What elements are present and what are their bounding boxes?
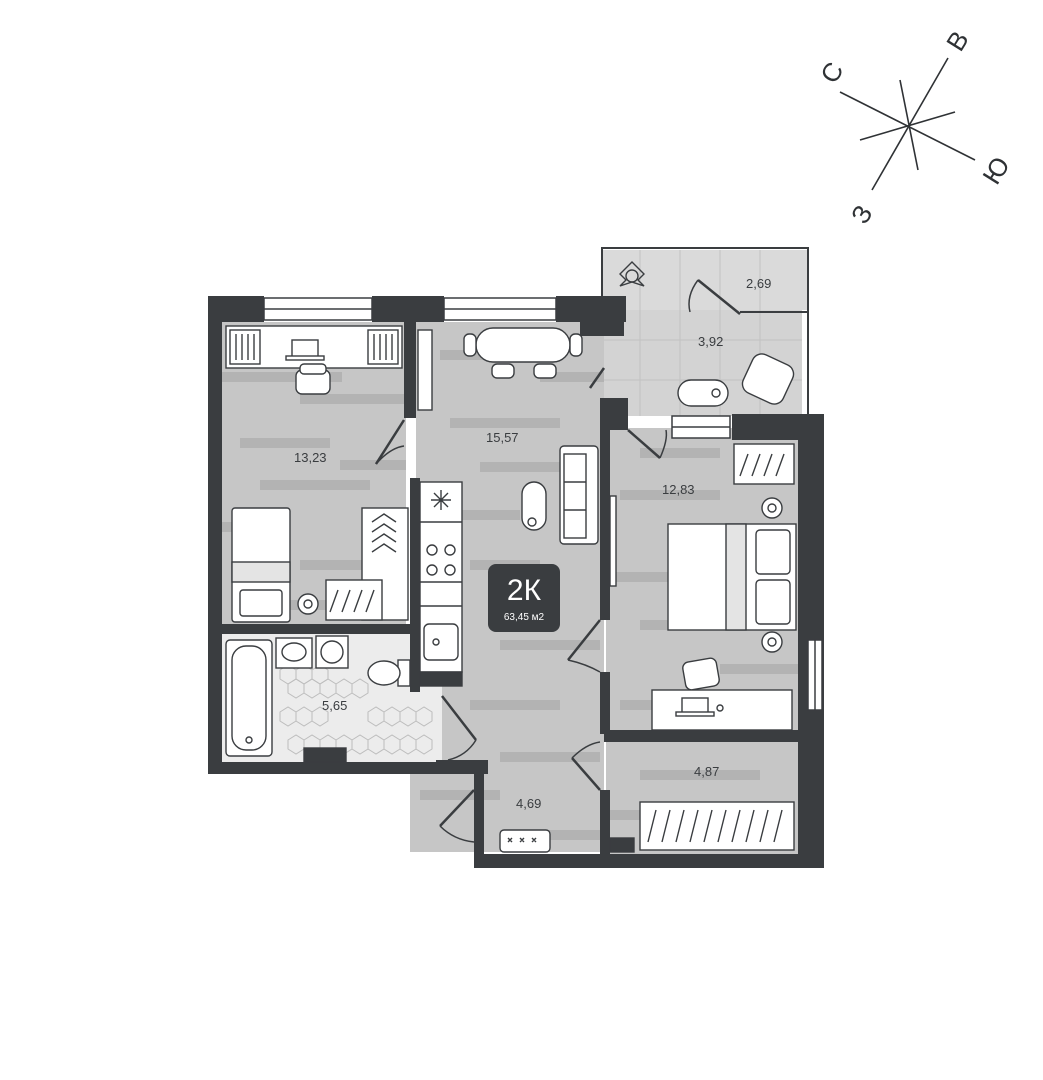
bathtub-icon <box>225 639 273 757</box>
apartment-total-area: 63,45 м2 <box>504 612 545 623</box>
desk-left <box>225 325 403 369</box>
compass-east-label: В <box>940 26 975 57</box>
area-label-loggia: 3,92 <box>698 334 723 349</box>
laptop-icon <box>285 339 325 361</box>
nightstand-bottom-icon <box>761 631 783 653</box>
office-chair-icon <box>295 363 331 395</box>
wall-shelf-right-icon <box>609 495 617 587</box>
wardrobe-right-icon <box>733 443 795 485</box>
apartment-type: 2К <box>507 574 542 607</box>
toilet-icon <box>367 659 411 687</box>
nightstand-top-icon <box>761 497 783 519</box>
washing-machine-icon <box>315 635 349 669</box>
loggia-outline <box>601 247 809 414</box>
windows <box>263 297 823 711</box>
area-label-balcony: 2,69 <box>746 276 771 291</box>
area-label-bedroom-right: 12,83 <box>662 482 695 497</box>
area-label-hallway: 4,69 <box>516 796 541 811</box>
compass-west-label: З <box>845 200 879 229</box>
shoe-rack-icon <box>499 829 551 853</box>
compass-south-label: Ю <box>976 151 1015 189</box>
coffee-table-icon <box>521 481 547 531</box>
furniture <box>225 261 797 853</box>
sofa-icon <box>559 445 599 545</box>
office-chair-right-icon <box>682 657 720 691</box>
area-label-wardrobe-room: 4,87 <box>694 764 719 779</box>
dining-table-icon <box>463 327 583 379</box>
compass-rose-icon <box>839 57 976 191</box>
clothes-rack-icon <box>639 801 795 851</box>
single-bed-icon <box>231 507 291 623</box>
wardrobe-room-sockets <box>609 837 635 853</box>
kitchen-sink-icon <box>423 623 459 661</box>
apartment-badge: 2К 63,45 м2 <box>488 564 560 632</box>
double-bed-icon <box>667 523 797 631</box>
compass-north-label: С <box>814 57 849 89</box>
washbasin-icon <box>275 637 313 669</box>
area-label-living-room: 15,57 <box>486 430 519 445</box>
area-labels: 13,23 15,57 12,83 5,65 4,69 4,87 3,92 2,… <box>294 276 771 811</box>
doors <box>374 279 741 843</box>
wardrobe-left-icon <box>325 507 409 621</box>
area-label-bathroom: 5,65 <box>322 698 347 713</box>
armchair-icon <box>741 353 795 405</box>
bathroom-vent <box>303 747 347 763</box>
floor-lamp-icon <box>297 593 319 615</box>
side-table-icon <box>677 379 729 407</box>
kitchen-shelf-lower <box>419 671 463 687</box>
wall-shelf-icon <box>417 329 433 411</box>
compass: С В Ю З <box>814 26 1016 229</box>
walls <box>208 296 824 868</box>
desk-right-icon <box>651 689 793 731</box>
stove-icon <box>426 544 456 576</box>
plant-icon <box>619 261 645 287</box>
area-label-bedroom-left: 13,23 <box>294 450 327 465</box>
fridge-snowflake-icon <box>431 490 451 510</box>
